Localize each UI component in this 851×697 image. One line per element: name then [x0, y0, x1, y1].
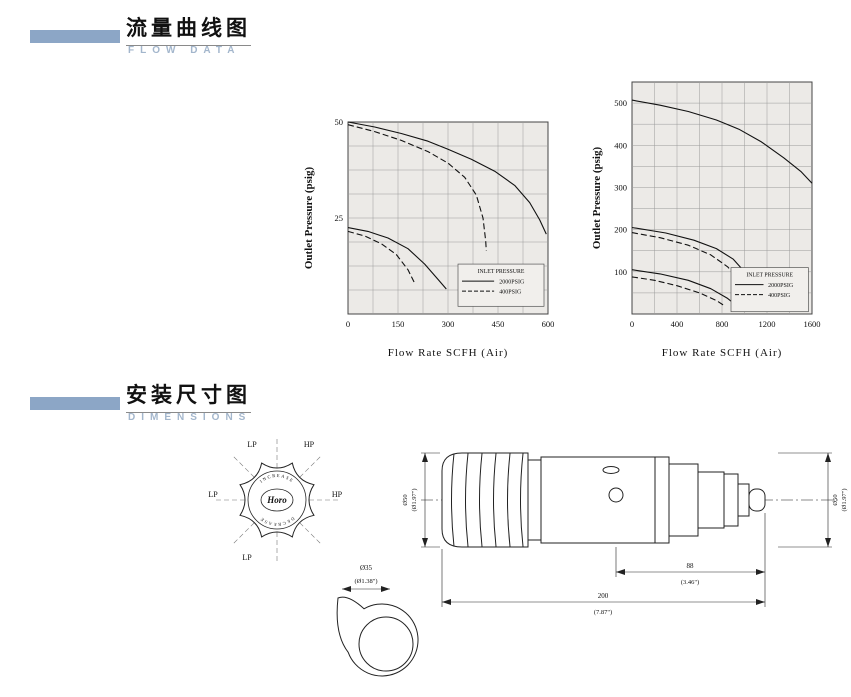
svg-text:450: 450 — [492, 319, 505, 329]
knurled-knob — [441, 452, 529, 548]
outlet-neck — [737, 483, 750, 517]
svg-text:Flow Rate SCFH (Air): Flow Rate SCFH (Air) — [388, 347, 509, 359]
svg-text:500: 500 — [614, 98, 627, 108]
dimension-lines — [421, 452, 832, 607]
svg-text:2000PSIG: 2000PSIG — [768, 283, 794, 289]
outlet-tip — [748, 488, 766, 512]
flow-accent-bar — [30, 30, 120, 43]
bore-circle — [358, 616, 414, 672]
svg-text:0: 0 — [630, 319, 634, 329]
dim-88: 88 — [687, 562, 695, 570]
svg-text:600: 600 — [542, 319, 555, 329]
dim-dia-right: Ø50 — [832, 494, 839, 505]
svg-text:400: 400 — [614, 140, 627, 150]
svg-text:INLET PRESSURE: INLET PRESSURE — [478, 269, 525, 275]
knob-brand-oval — [260, 488, 294, 512]
knob-label-hp-right: HP — [332, 490, 343, 499]
knob-inner-ring — [247, 470, 307, 530]
gauge-port — [608, 487, 624, 503]
dim-dia-35-inch: (Ø1.38") — [354, 578, 377, 585]
knob-brand-text: Horo — [266, 495, 287, 505]
body-step-1 — [668, 463, 699, 537]
flow-section-subtitle: FLOW DATA — [128, 45, 241, 56]
regulator-bottom-view: Ø35 (Ø1.38") — [336, 564, 419, 677]
regulator-body-outline — [441, 452, 766, 548]
dim-200-inch: (7.87") — [594, 609, 612, 616]
svg-text:200: 200 — [614, 225, 627, 235]
svg-text:0: 0 — [346, 319, 350, 329]
svg-text:1200: 1200 — [759, 319, 776, 329]
cam-outline — [336, 596, 419, 677]
svg-text:1600: 1600 — [804, 319, 821, 329]
dimensions-section-subtitle: DIMENSIONS — [128, 412, 252, 423]
dim-dia-left: Ø50 — [402, 494, 409, 505]
bonnet-collar — [527, 459, 542, 541]
svg-text:50: 50 — [335, 117, 344, 127]
svg-text:2000PSIG: 2000PSIG — [499, 280, 525, 286]
dim-88-inch: (3.46") — [681, 579, 699, 586]
dimensions-section-title: 安装尺寸图 — [126, 379, 251, 413]
knob-label-lp-bottom: LP — [242, 553, 252, 562]
vent-slot — [602, 466, 620, 474]
svg-text:400PSIG: 400PSIG — [768, 293, 791, 299]
dim-dia-right-inch: (Ø1.97") — [841, 488, 848, 511]
flow-section-title: 流量曲线图 — [126, 12, 251, 46]
knob-label-lp-top: LP — [247, 440, 257, 449]
body-step-2 — [697, 471, 725, 529]
svg-text:Outlet Pressure (psig): Outlet Pressure (psig) — [303, 167, 315, 270]
dimensions-accent-bar — [30, 397, 120, 410]
svg-text:300: 300 — [442, 319, 455, 329]
outlet-flange — [723, 473, 739, 527]
svg-text:150: 150 — [392, 319, 405, 329]
knob-scalloped-outline — [239, 462, 315, 538]
svg-text:Outlet Pressure (psig): Outlet Pressure (psig) — [591, 147, 603, 250]
regulator-side-view: Ø50 (Ø1.97") Ø50 (Ø1.97") 88 (3.46") 200… — [402, 452, 848, 616]
svg-text:300: 300 — [614, 182, 627, 192]
dim-dia-left-inch: (Ø1.97") — [411, 488, 418, 511]
svg-text:INLET PRESSURE: INLET PRESSURE — [746, 273, 793, 279]
svg-text:400PSIG: 400PSIG — [499, 290, 522, 296]
svg-text:400: 400 — [671, 319, 684, 329]
dim-200: 200 — [598, 592, 609, 600]
dim-dia-35: Ø35 — [360, 564, 373, 572]
svg-text:25: 25 — [335, 213, 344, 223]
knob-label-lp-left: LP — [208, 490, 218, 499]
knob-label-hp-top: HP — [304, 440, 315, 449]
knob-front-view: INCREASE DECREASE Horo LP HP LP HP LP — [208, 438, 343, 564]
svg-text:100: 100 — [614, 267, 627, 277]
svg-text:Flow Rate SCFH (Air): Flow Rate SCFH (Air) — [662, 347, 783, 359]
svg-text:800: 800 — [716, 319, 729, 329]
